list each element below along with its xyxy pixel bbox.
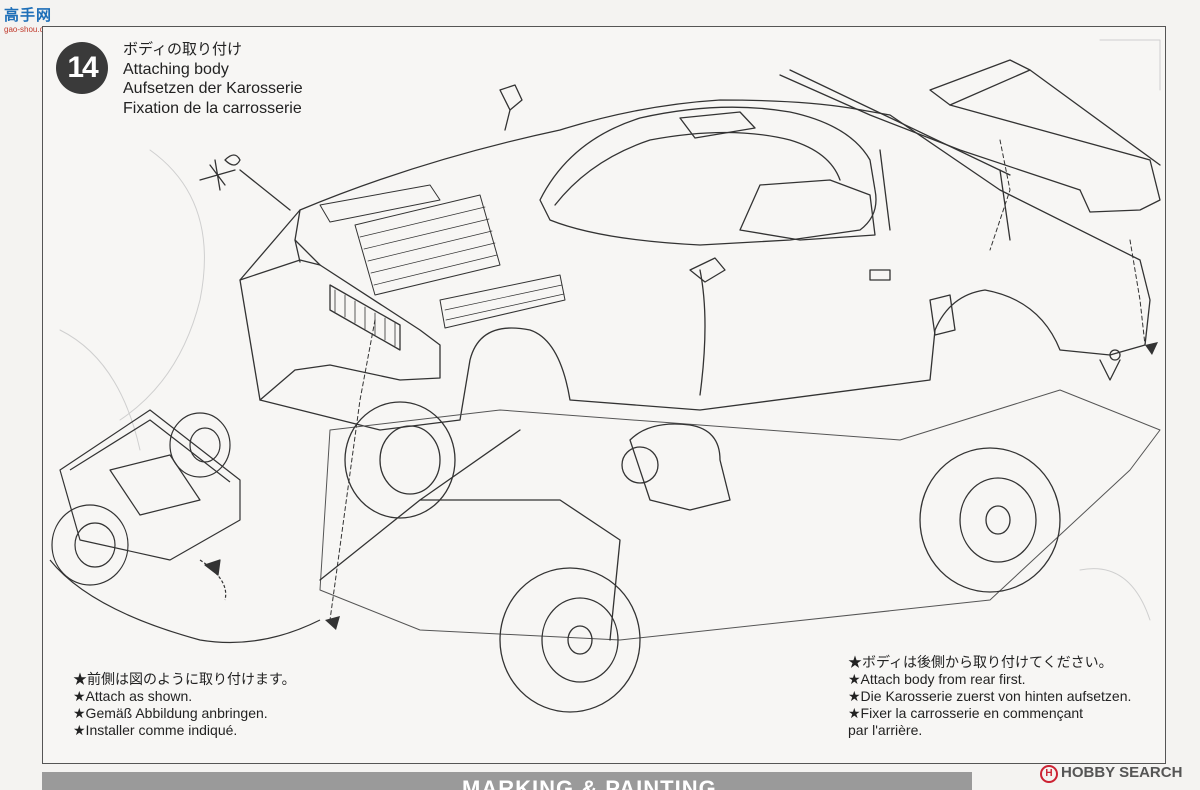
site-logo-glyphs: 高手网 [4, 6, 53, 24]
step-title: ボディの取り付け Attaching body Aufsetzen der Ka… [123, 40, 303, 118]
note-right-line: ★ボディは後側から取り付けてください。 [848, 654, 1113, 670]
watermark-text: HOBBY SEARCH [1061, 764, 1183, 781]
section-footer-title: MARKING & PAINTING [462, 776, 717, 790]
site-logo-url: gao-shou.com [4, 25, 55, 34]
step-number-badge: 14 [56, 42, 108, 94]
step-title-en: Attaching body [123, 60, 229, 78]
note-left-line: ★前側は図のように取り付けます。 [73, 671, 296, 687]
section-footer-bar: MARKING & PAINTING [42, 772, 972, 790]
note-left-line: ★Installer comme indiqué. [73, 722, 238, 738]
note-right-line: par l'arrière. [848, 722, 923, 738]
step-title-de: Aufsetzen der Karosserie [123, 80, 303, 97]
site-logo: 高手网 gao-shou.com [4, 4, 74, 36]
note-left: ★前側は図のように取り付けます。 ★Attach as shown. ★Gemä… [73, 671, 296, 739]
step-title-jp: ボディの取り付け [123, 41, 242, 58]
instruction-panel [42, 26, 1166, 764]
note-right-line: ★Fixer la carrosserie en commençant [848, 705, 1084, 721]
note-right-line: ★Attach body from rear first. [848, 671, 1026, 687]
note-left-line: ★Gemäß Abbildung anbringen. [73, 705, 268, 721]
step-title-fr: Fixation de la carrosserie [123, 99, 302, 117]
note-left-line: ★Attach as shown. [73, 688, 193, 704]
note-right-line: ★Die Karosserie zuerst von hinten aufset… [848, 688, 1132, 704]
note-right: ★ボディは後側から取り付けてください。 ★Attach body from re… [848, 654, 1131, 739]
hobbysearch-h-icon: H [1040, 765, 1058, 783]
